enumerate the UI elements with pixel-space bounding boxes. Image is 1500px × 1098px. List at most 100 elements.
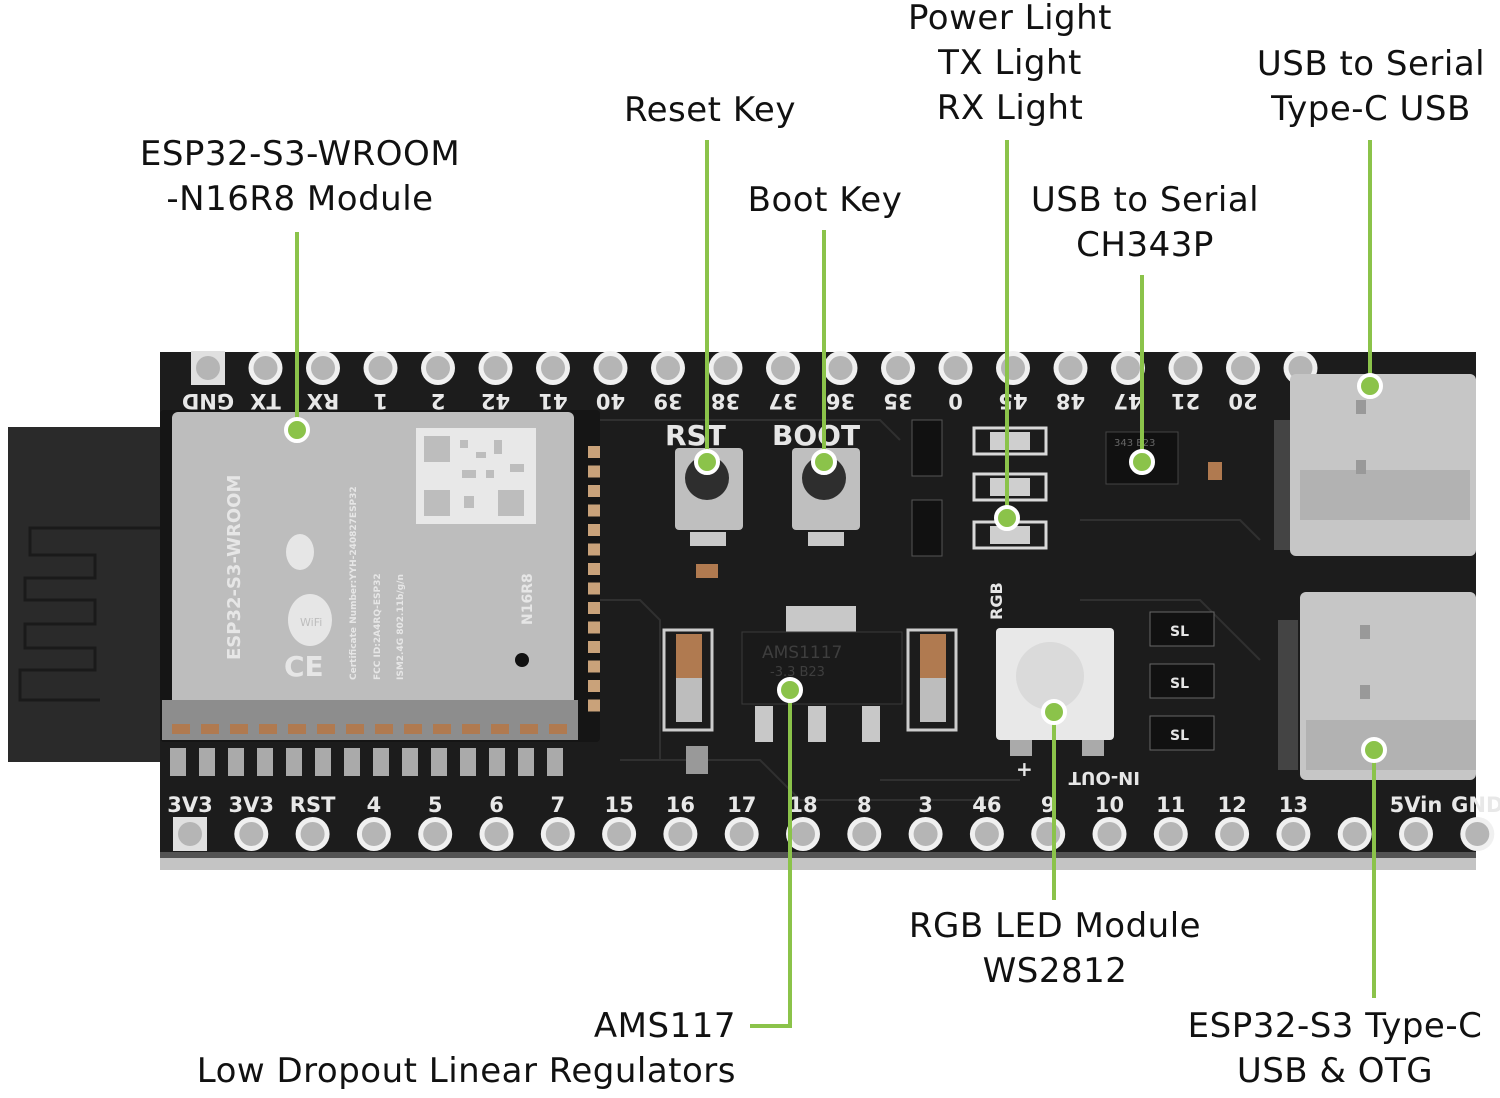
top-pin-hole [253,356,278,380]
module-side-pin [588,543,600,556]
bottom-pin-label: 16 [666,793,695,817]
bottom-pin-hole [1036,822,1061,846]
callout-dot-ch343p [1129,449,1155,475]
leader-line-boot [822,230,826,462]
bottom-pin-label: 13 [1279,793,1308,817]
module-side-pin [588,504,600,517]
module-castellation [549,724,567,734]
label-lights: Power Light TX Light RX Light [908,0,1112,128]
ch343p-chip: 343 E23 [1105,431,1179,485]
module-solder-lead [373,748,389,776]
ams1117-regulator-part: AMS1117 -3.3 B23 [741,606,903,742]
smd-inductor [686,746,708,774]
ce-mark: CE [284,650,324,683]
antenna-trace [18,526,160,702]
module-hole [515,653,529,667]
label-rgb-led: RGB LED Module WS2812 [908,906,1202,991]
svg-text:SL: SL [1170,728,1189,744]
bottom-pin-hole [1158,822,1183,846]
callout-dot-reset [694,449,720,475]
top-pin-label: 2 [431,389,446,413]
bottom-pin-hole [729,822,754,846]
top-pin-label: 47 [1113,389,1142,413]
top-pin-label: 39 [653,389,682,413]
module-solder-lead [547,748,563,776]
leader-line-serial-port [1368,140,1372,386]
top-pin-hole [943,356,968,380]
leader-line-ch343p [1140,275,1144,462]
module-castellation [230,724,248,734]
module-solder-lead [286,748,302,776]
module-solder-lead [257,748,273,776]
sot-part [911,419,943,477]
bottom-pin-label: 7 [550,793,565,817]
top-pin-label: 40 [596,389,625,413]
esp32-module: ESP32-S3-WROOM Certificate Number:YYH-24… [160,410,600,742]
module-print-band: ISM2.4G 802.11b/g/n [396,574,406,680]
smd-cap [1208,462,1222,480]
leader-line-reset [705,140,709,462]
bottom-pin-hole [361,822,386,846]
qr-code [416,428,536,524]
top-pin-hole [771,356,795,380]
callout-dot-regulator [777,677,803,703]
module-solder-lead [315,748,331,776]
top-pin-label: TX [250,389,281,413]
bottom-pin-label: 5Vin [1390,793,1443,817]
top-pin-label: 21 [1171,389,1200,413]
module-print-variant: N16R8 [520,573,536,625]
module-side-pin [588,465,600,478]
bottom-pin-label: 17 [727,793,756,817]
module-castellation [375,724,393,734]
top-pin-hole [713,356,738,380]
bottom-pin-hole [974,822,999,846]
svg-text:343 E23: 343 E23 [1114,438,1155,449]
module-castellation [491,724,509,734]
callout-dot-lights [994,505,1020,531]
leader-line-lights [1005,140,1009,518]
top-pin-hole [1116,356,1140,380]
bottom-pin-label: 4 [367,793,382,817]
module-solder-lead [170,748,186,776]
sot-part [911,499,943,557]
bottom-pin-label: 18 [788,793,817,817]
module-castellation [404,724,422,734]
top-pin-label: 20 [1228,389,1257,413]
top-pin-label: 0 [948,389,963,413]
bottom-pin-hole [913,822,938,846]
svg-text:SL: SL [1170,624,1189,640]
bottom-pin-label: GND [1451,793,1500,817]
module-solder-lead [228,748,244,776]
module-castellation [346,724,364,734]
silk-rgb: RGB [987,582,1006,620]
bottom-pin-label: RST [290,793,336,817]
top-pin-label: 45 [998,389,1027,413]
module-castellation [172,724,190,734]
bottom-pin-label: 3V3 [229,793,274,817]
bottom-pin-label: 46 [972,793,1001,817]
label-boot-key: Boot Key [747,180,903,220]
wifi-logo-text: WiFi [300,616,322,629]
label-otg-port: ESP32-S3 Type-C USB & OTG [1187,1006,1483,1091]
module-side-pin [588,602,600,614]
leader-line-regulator-h [750,1024,792,1028]
leader-line-rgb [1052,712,1056,900]
module-print-name: ESP32-S3-WROOM [224,475,245,660]
top-pin-label: 38 [711,389,740,413]
top-pin-label: 42 [481,389,510,413]
module-print-cert: Certificate Number:YYH-240827ESP32 [349,486,359,680]
bottom-pin-label: 11 [1156,793,1185,817]
label-usb-serial-port: USB to Serial Type-C USB [1256,44,1486,129]
silk-in-out: IN-OUT [1068,767,1140,788]
bottom-pin-hole [1342,822,1367,846]
wifi-logo-icon [288,594,332,646]
bottom-pin-hole [668,822,693,846]
bottom-pin-hole [1404,822,1428,846]
top-pin-hole [598,356,623,380]
top-pin-label: 1 [373,389,388,413]
module-solder-lead [431,748,447,776]
top-pin-label: 36 [826,389,855,413]
bottom-pin-hole [178,822,202,846]
bottom-pin-hole [1097,822,1122,846]
